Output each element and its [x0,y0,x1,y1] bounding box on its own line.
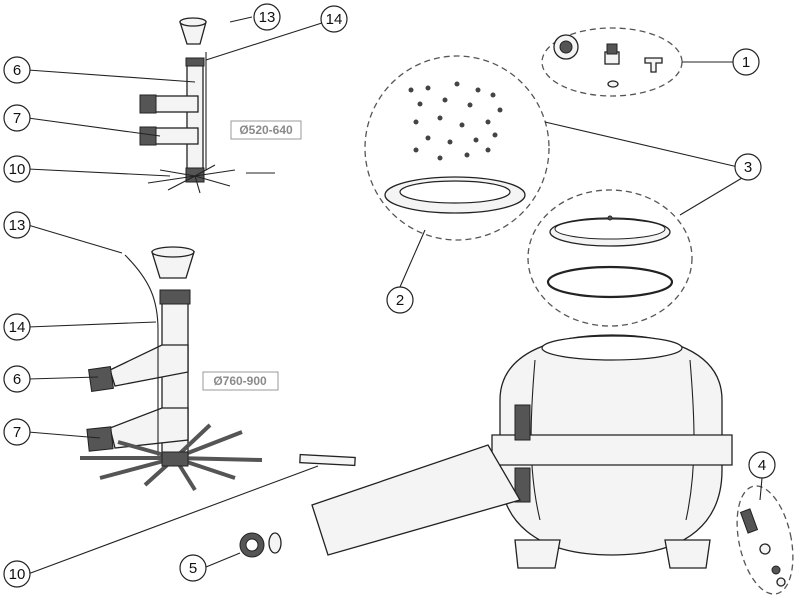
dimension-label-small: Ø520-640 [239,123,293,137]
svg-text:7: 7 [13,110,21,127]
filter-tank [491,334,733,569]
part-group-3-outline [527,189,693,327]
small-manifold-assembly [139,17,275,194]
callout-6-lower: 6 [3,365,31,393]
svg-text:13: 13 [259,9,276,26]
svg-text:7: 7 [13,424,21,441]
svg-text:14: 14 [326,11,343,28]
svg-text:2: 2 [396,292,404,309]
part-group-2 [384,81,526,214]
dimension-label-large: Ø760-900 [213,374,267,388]
callout-7-upper: 7 [3,104,31,132]
large-manifold-assembly [80,246,263,492]
svg-text:10: 10 [9,161,26,178]
svg-text:6: 6 [13,62,21,79]
callout-2: 2 [386,286,414,314]
part-group-1 [553,34,663,88]
callout-5: 5 [179,554,207,582]
callout-7-lower: 7 [3,418,31,446]
callout-1: 1 [732,48,760,76]
callout-6-upper: 6 [3,56,31,84]
callout-14-lower: 14 [3,313,31,341]
part-group-2-outline [364,55,550,241]
part-group-3 [546,215,674,299]
callout-4: 4 [748,451,776,479]
svg-text:13: 13 [9,217,26,234]
callout-13-lower: 13 [3,211,31,239]
callout-10-upper: 10 [3,155,31,183]
callout-13-upper: 13 [253,3,281,31]
svg-text:14: 14 [9,319,26,336]
svg-text:3: 3 [744,159,752,176]
svg-text:6: 6 [13,371,21,388]
part-group-5 [239,532,282,558]
svg-text:5: 5 [189,560,197,577]
svg-text:1: 1 [742,54,750,71]
callout-10-lower: 10 [3,560,31,588]
svg-text:10: 10 [9,566,26,583]
callout-14-upper: 14 [320,5,348,33]
svg-text:4: 4 [758,457,766,474]
callout-3: 3 [734,153,762,181]
part-group-4 [739,508,786,587]
part-group-4-outline [736,485,794,595]
